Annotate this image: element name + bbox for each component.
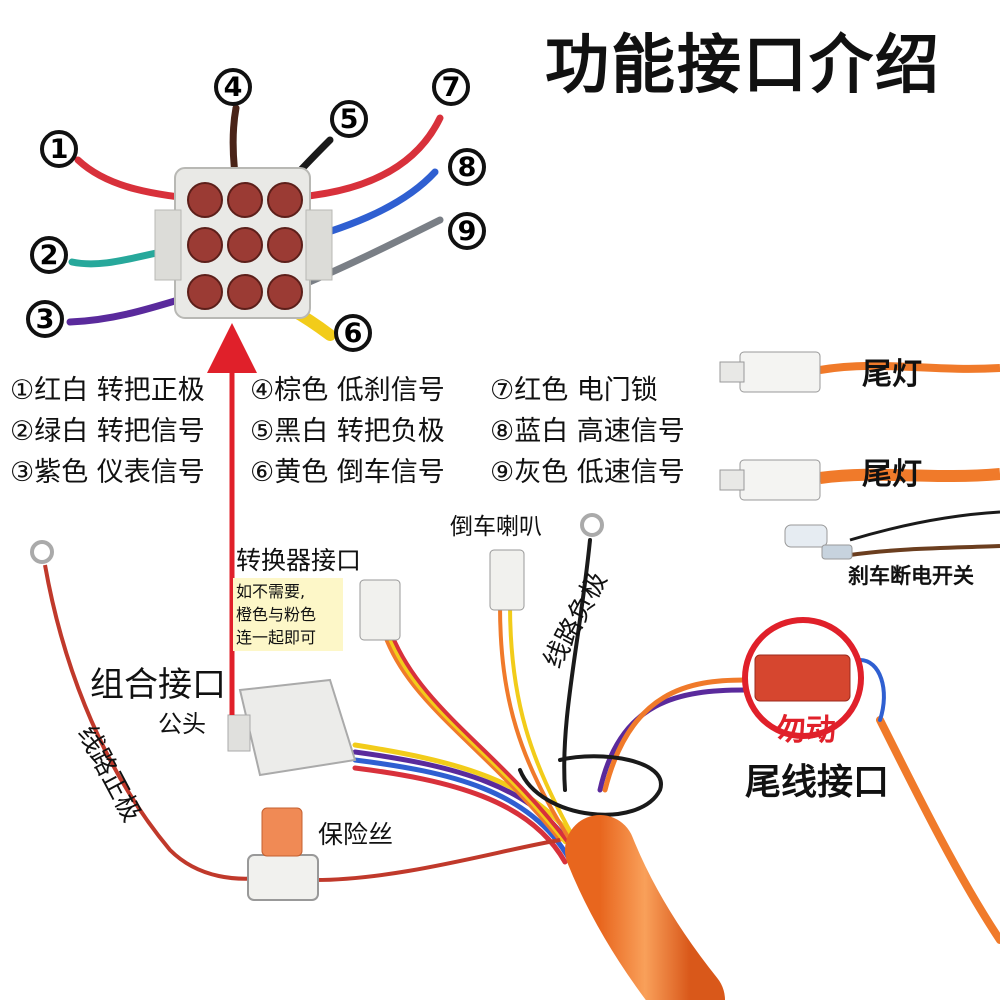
legend-column-1: ①红白 转把正极 ②绿白 转把信号 ③紫色 仪表信号 — [10, 370, 205, 493]
brake-switch-wires — [784, 510, 1000, 560]
nine-pin-connector — [154, 167, 333, 319]
legend-column-2: ④棕色 低刹信号 ⑤黑白 转把负极 ⑥黄色 倒车信号 — [250, 370, 445, 493]
small-connectors — [359, 513, 604, 641]
tail-light-label-1: 尾灯 — [862, 357, 922, 392]
pin-marker-3: 3 — [26, 300, 64, 338]
legend-item: ⑧蓝白 高速信号 — [490, 416, 685, 447]
legend-item: ⑥黄色 倒车信号 — [250, 457, 445, 488]
converter-port-label: 转换器接口 — [236, 546, 362, 575]
pin-marker-9: 9 — [448, 212, 486, 250]
page-title: 功能接口介绍 — [545, 29, 941, 103]
combo-connector-art — [227, 678, 357, 777]
tail-light-connectors — [719, 351, 1000, 501]
legend-item: ③紫色 仪表信号 — [10, 457, 205, 488]
tail-connector-label: 尾线接口 — [745, 762, 890, 803]
tail-connector-art — [742, 617, 864, 739]
pin-marker-2: 2 — [30, 236, 68, 274]
legend-item: ①红白 转把正极 — [10, 375, 205, 406]
legend-item: ④棕色 低刹信号 — [250, 375, 445, 406]
pin-marker-1: 1 — [40, 130, 78, 168]
do-not-move-label: 勿动 — [776, 713, 836, 748]
positive-line-art — [30, 540, 561, 901]
legend-item: ⑤黑白 转把负极 — [250, 416, 445, 447]
combo-connector-label: 组合接口 — [90, 665, 226, 705]
brake-switch-label: 刹车断电开关 — [848, 564, 974, 588]
note-line: 连一起即可 — [236, 628, 317, 647]
reverse-horn-label: 倒车喇叭 — [450, 514, 542, 540]
note-line: 如不需要, — [236, 582, 306, 601]
pin-marker-5: 5 — [330, 100, 368, 138]
legend-item: ⑨灰色 低速信号 — [490, 457, 685, 488]
male-plug-label: 公头 — [158, 710, 206, 738]
pin-marker-7: 7 — [432, 68, 470, 106]
tail-light-label-2: 尾灯 — [862, 457, 922, 492]
pin-marker-8: 8 — [448, 148, 486, 186]
note-line: 橙色与粉色 — [236, 605, 317, 624]
converter-note: 如不需要, 橙色与粉色 连一起即可 — [233, 578, 343, 651]
harness-bundle — [352, 538, 1000, 1000]
legend-column-3: ⑦红色 电门锁 ⑧蓝白 高速信号 ⑨灰色 低速信号 — [490, 370, 685, 493]
pin-marker-4: 4 — [214, 68, 252, 106]
pin-marker-6: 6 — [334, 314, 372, 352]
legend-item: ②绿白 转把信号 — [10, 416, 205, 447]
legend-item: ⑦红色 电门锁 — [490, 375, 658, 406]
fuse-label: 保险丝 — [318, 820, 394, 849]
